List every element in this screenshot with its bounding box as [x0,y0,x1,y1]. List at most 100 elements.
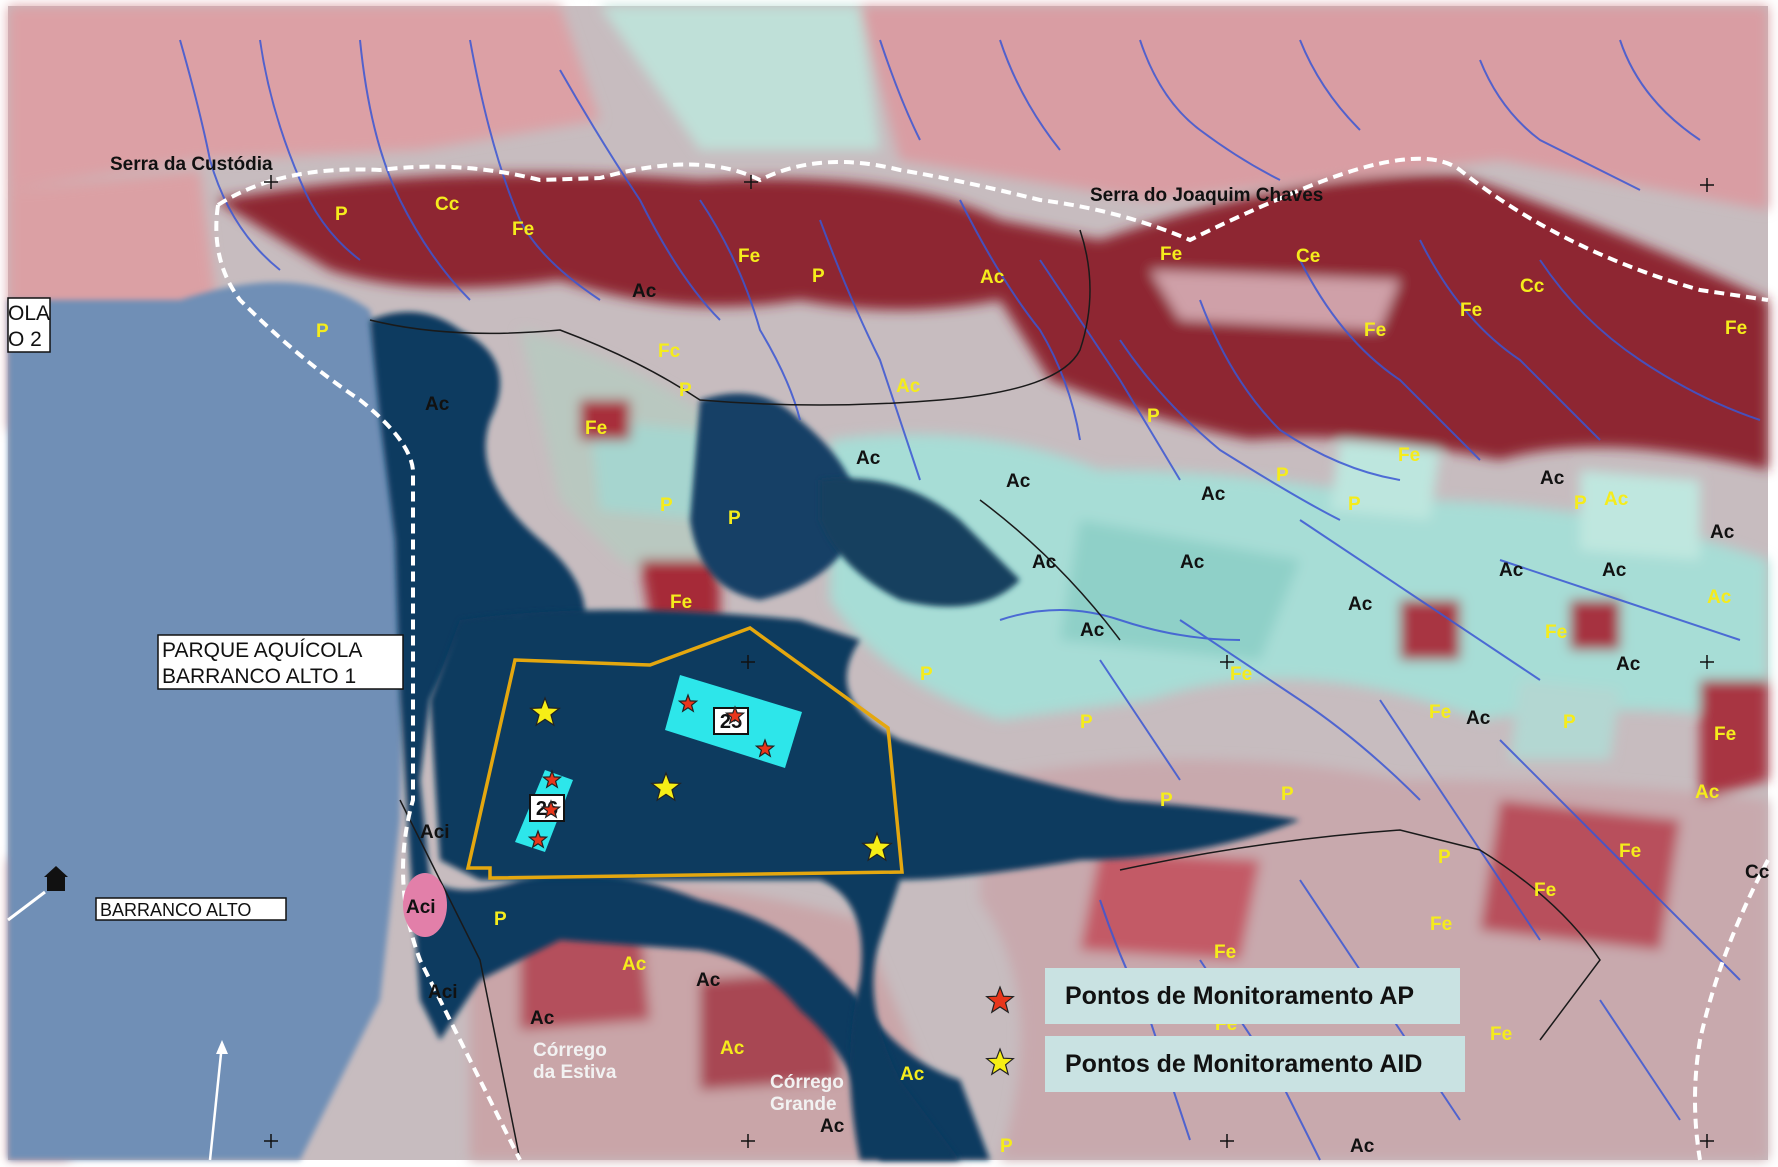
class-label: Fe [1430,914,1452,935]
land-class-labels-dark: Ac Ac Ac Ac Ac Ac Ac Ac Ac Ac Ac Ac Ac A… [406,281,1770,1157]
class-label: Ac [856,448,881,469]
class-label: P [1563,712,1576,733]
class-label: Cc [435,194,460,215]
ap-point-star[interactable] [754,738,776,758]
class-label: Ac [1499,560,1524,581]
class-label: Ac [1350,1136,1375,1157]
class-label: Ac [1466,708,1491,729]
class-label: Aci [406,897,436,918]
class-label: Fe [1534,880,1556,901]
project-limit-dashed-north [216,156,1769,302]
class-label: Fe [512,219,534,240]
aid-point-star[interactable] [861,831,893,862]
class-label: Ac [1602,560,1627,581]
class-label: Ac [900,1064,925,1085]
project-limit-dashed-west [214,204,522,1161]
grid-crosses [264,175,1714,1148]
class-label: Ac [1707,587,1732,608]
label-serra-custodia: Serra da Custódia [110,154,273,175]
village-icon [7,866,68,922]
legend-aid-row: Pontos de Monitoramento AID [1045,1036,1465,1092]
class-label: P [660,495,673,516]
ap-point-star[interactable] [541,769,563,789]
class-label: P [1276,465,1289,486]
legend-aid-star[interactable] [985,1047,1015,1076]
class-label: P [1160,790,1173,811]
class-label: P [335,204,348,225]
class-label: Ac [530,1008,555,1029]
class-label: Aci [420,822,450,843]
class-label: Ac [1006,471,1031,492]
north-arrow-line [208,1040,228,1161]
class-label: Ac [622,954,647,975]
boundary-lines [369,229,1601,1161]
legend-aid-label: Pontos de Monitoramento AID [1065,1049,1423,1078]
ap-monitoring-points [527,693,776,849]
class-label: P [494,909,507,930]
class-label: Fe [1398,445,1420,466]
ap-point-star[interactable] [540,799,562,819]
ap-point-star[interactable] [677,693,699,713]
class-label: P [812,266,825,287]
class-label: Ac [1616,654,1641,675]
parque-label-line2: BARRANCO ALTO 1 [162,665,356,688]
ap-point-star[interactable] [527,829,549,849]
class-label: P [1080,712,1093,733]
class-label: Fe [585,418,607,439]
label-serra-joaquim-chaves: Serra do Joaquim Chaves [1090,185,1323,206]
class-label: Ce [1296,246,1320,267]
class-label: Ac [980,267,1005,288]
class-label: P [679,380,692,401]
class-label: P [1281,784,1294,805]
class-label: Fe [1545,622,1567,643]
class-label: Fe [1725,318,1747,339]
class-label: Ac [425,394,450,415]
class-label: Cc [1520,276,1545,297]
class-label: Ac [1032,552,1057,573]
corrego-grande-line2: Grande [770,1094,837,1115]
class-label: Ac [1180,552,1205,573]
class-label: P [1574,493,1587,514]
project-limit-dashed-east [1693,859,1770,1161]
legend-ap-label: Pontos de Monitoramento AP [1065,981,1415,1010]
class-label: Fe [1160,244,1182,265]
class-label: Fe [670,592,692,613]
edge-label-line1: OLA [8,302,50,325]
aid-point-star[interactable] [529,696,561,727]
ap-point-star[interactable] [724,705,746,725]
reservoir [8,282,1300,1160]
stream-network [179,39,1761,1161]
class-label: Ac [1348,594,1373,615]
class-label: Ac [820,1116,845,1137]
class-label: Fe [1214,942,1236,963]
edge-label: OLA O 2 [7,297,51,353]
urban-area [403,873,447,937]
legend-ap-star[interactable] [985,985,1015,1014]
class-label: Ac [1695,782,1720,803]
class-label: Aci [428,982,458,1003]
class-label: Fe [1619,841,1641,862]
barranco-alto-text: BARRANCO ALTO [100,900,251,920]
class-label: Ac [720,1038,745,1059]
corrego-estiva-line2: da Estiva [533,1062,617,1083]
class-label: Fc [658,341,681,362]
park-boundary-polygon[interactable] [465,626,904,880]
legend-symbols [985,985,1015,1076]
class-label: Ac [1710,522,1735,543]
class-label: Fe [1230,664,1252,685]
class-label: P [1438,847,1451,868]
parque-label-line1: PARQUE AQUÍCOLA [162,639,362,662]
class-label: P [1147,406,1160,427]
class-label: Ac [1201,484,1226,505]
class-label: Ac [1604,489,1629,510]
class-label: P [316,321,329,342]
class-label: P [1348,494,1361,515]
class-label: Cc [1745,862,1770,883]
class-label: P [728,508,741,529]
aid-point-star[interactable] [650,771,682,802]
land-cover-patches [8,6,1768,1160]
class-label: Ac [896,376,921,397]
class-label: Fe [1364,320,1386,341]
parque-aquicola-label: PARQUE AQUÍCOLA BARRANCO ALTO 1 [157,634,404,690]
